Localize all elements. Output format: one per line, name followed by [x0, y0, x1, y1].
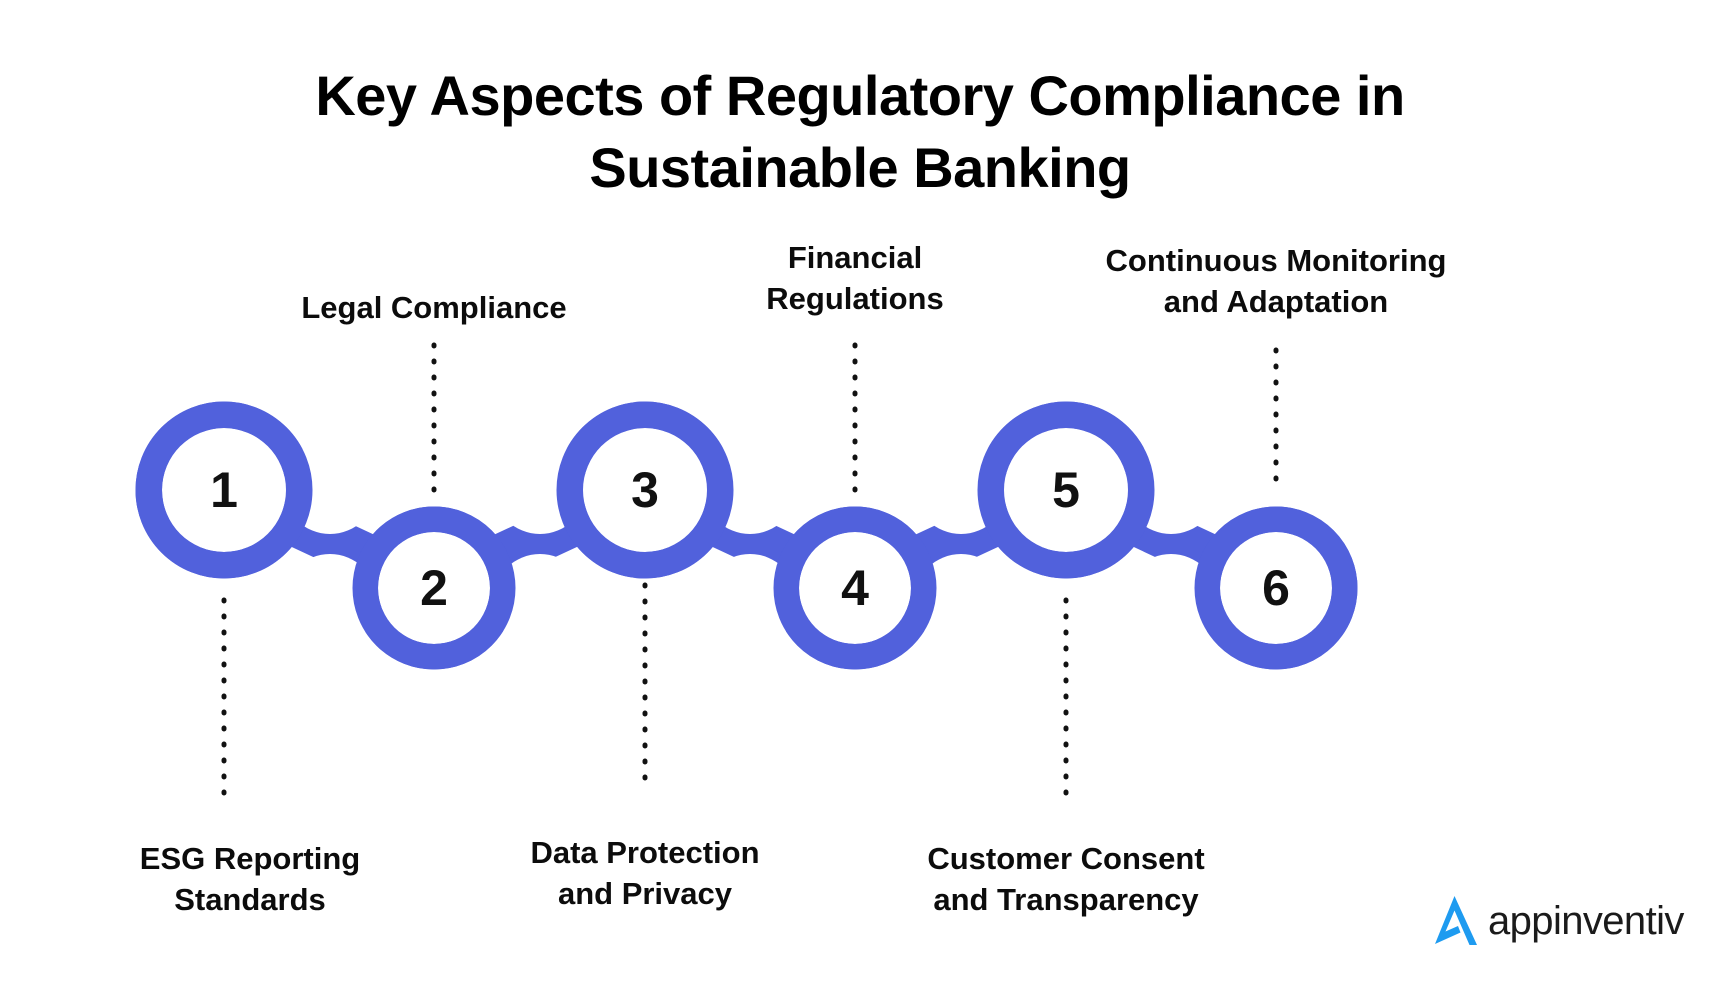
- node-label-2: Legal Compliance: [301, 290, 567, 325]
- appinventiv-logo-text: appinventiv: [1488, 899, 1684, 943]
- node-number-2[interactable]: 2: [420, 560, 448, 616]
- node-number-6[interactable]: 6: [1262, 560, 1290, 616]
- node-label-6: Continuous Monitoring and Adaptation: [1105, 243, 1447, 320]
- node-label-3: Data Protection and Privacy: [530, 835, 760, 912]
- node-label-1: ESG Reporting Standards: [139, 841, 361, 918]
- node-number-3[interactable]: 3: [631, 462, 659, 518]
- page-title: Key Aspects of Regulatory Compliance in …: [315, 64, 1405, 199]
- chain-band: [135, 401, 1358, 670]
- node-label-5: Customer Consent and Transparency: [927, 841, 1205, 918]
- node-number-1[interactable]: 1: [210, 462, 238, 518]
- appinventiv-logo[interactable]: appinventiv: [1428, 893, 1684, 949]
- appinventiv-a-mark-icon: [1435, 896, 1477, 945]
- chain-rings-overlay: [135, 401, 1358, 670]
- node-label-4: Financial Regulations: [766, 240, 944, 317]
- node-number-5[interactable]: 5: [1052, 462, 1080, 518]
- node-number-4[interactable]: 4: [841, 560, 869, 616]
- leader-lines: [221, 342, 1279, 798]
